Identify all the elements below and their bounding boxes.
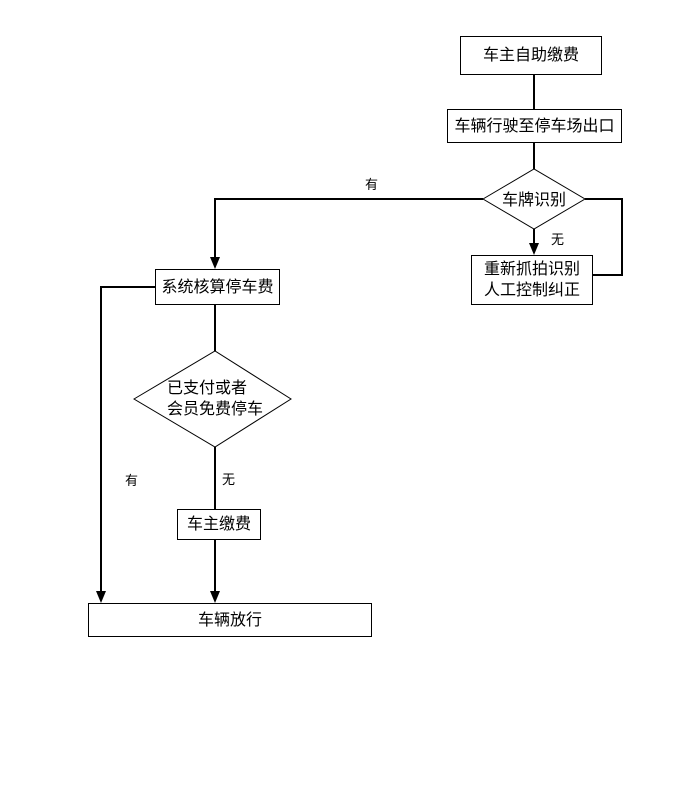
node-recapture-text: 重新抓拍识别 人工控制纠正 (484, 259, 580, 301)
node-self-pay: 车主自助缴费 (460, 36, 602, 75)
decision-paid-or-member-shape (133, 350, 292, 448)
arrowhead-into-recapture (529, 243, 539, 255)
edge-label-plate-yes: 有 (365, 177, 379, 192)
edge-label-plate-no: 无 (551, 232, 565, 247)
edge-label-paid-no: 无 (222, 472, 236, 487)
node-recapture: 重新抓拍识别 人工控制纠正 (471, 255, 593, 305)
node-owner-pay: 车主缴费 (177, 509, 261, 540)
edge-label-paid-yes: 有 (125, 473, 139, 488)
node-calc-fee: 系统核算停车费 (155, 269, 280, 305)
edge-platecheck-yes-to-calcfee (214, 198, 483, 258)
arrowhead-into-calcfee (210, 257, 220, 269)
edge-paidcheck-yes-to-release (100, 286, 155, 592)
decision-paid-or-member-line2: 会员免费停车 (167, 401, 264, 418)
node-release: 车辆放行 (88, 603, 372, 637)
edge-recapture-loop (585, 198, 623, 276)
decision-plate-recognition-shape (482, 168, 586, 230)
node-recapture-line1: 重新抓拍识别 (483, 261, 580, 278)
decision-paid-or-member-label: 已支付或者 会员免费停车 (167, 378, 263, 420)
node-drive-to-exit: 车辆行驶至停车场出口 (447, 109, 622, 143)
decision-plate-recognition-label: 车牌识别 (501, 192, 566, 209)
arrowhead-ownerpay-into-release (210, 591, 220, 603)
node-recapture-line2: 人工控制纠正 (483, 282, 580, 299)
decision-paid-or-member-line1: 已支付或者 (167, 380, 248, 397)
arrowhead-yes-into-release (96, 591, 106, 603)
